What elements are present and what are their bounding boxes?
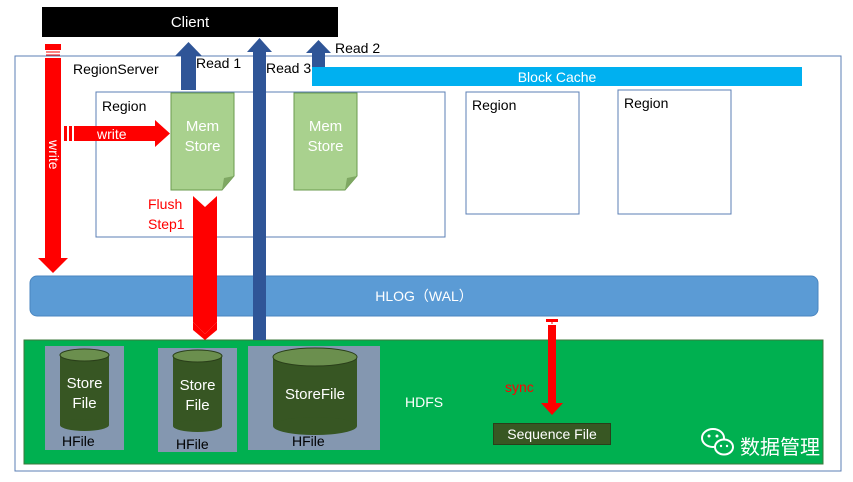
storefile-cylinder-3 [272,347,358,435]
sync-arrow [541,319,563,415]
read3-label: Read 3 [266,60,312,76]
flush-arrow [193,196,217,340]
memstore-2-line2: Store [307,138,344,155]
read2-label: Read 2 [335,40,381,56]
region-box-2 [465,91,580,215]
write-horizontal-label: write [97,126,127,142]
write-arrow-horizontal [64,120,170,147]
region-box-1 [95,91,446,238]
region-server-label: RegionServer [73,61,159,77]
block-cache-bar: Block Cache [312,67,802,86]
storefile-cylinder-2 [172,349,223,432]
region-label-3: Region [624,95,669,111]
storefile-2-line2: File [185,397,210,414]
write-vertical-label: write [46,140,62,170]
watermark-text: 数据管理 [740,435,820,459]
storefile-1-line1: Store [66,375,103,392]
storefile-1-line2: File [72,395,97,412]
memstore-2-line1: Mem [308,118,343,135]
hfile-caption-3: HFile [292,433,325,449]
read3-arrow [247,38,272,340]
storefile-2-line1: Store [179,377,216,394]
sequence-file-box: Sequence File [493,423,611,445]
memstore-doc-2 [293,92,358,191]
read1-arrow [175,42,202,90]
region-label-1: Region [102,98,147,114]
storefile-cylinder-1 [59,348,110,431]
hlog-label: HLOG（WAL） [375,288,473,304]
sync-label: sync [505,379,534,395]
region-label-2: Region [472,97,517,113]
hdfs-box [23,339,824,465]
hdfs-label: HDFS [405,394,444,410]
read2-arrow [306,40,331,67]
memstore-1-line2: Store [184,138,221,155]
storefile-2-text: Store File [173,376,222,416]
hlog-bar [29,275,819,317]
memstore-1-line1: Mem [185,118,220,135]
memstore-2-text: Mem Store [294,117,357,157]
hfile-caption-1: HFile [62,433,95,449]
storefile-3-text: StoreFile [273,385,357,405]
wechat-icon [701,428,734,456]
write-arrow-vertical [38,44,68,273]
flush-label: Flush [148,196,183,212]
memstore-1-text: Mem Store [171,117,234,157]
region-box-3 [617,89,732,215]
hfile-caption-2: HFile [176,436,209,452]
step1-label: Step1 [148,216,185,232]
storefile-3-line1: StoreFile [284,386,346,403]
read1-label: Read 1 [196,55,242,71]
client-box: Client [42,7,338,37]
storefile-1-text: Store File [60,374,109,414]
memstore-doc-1 [170,92,235,191]
